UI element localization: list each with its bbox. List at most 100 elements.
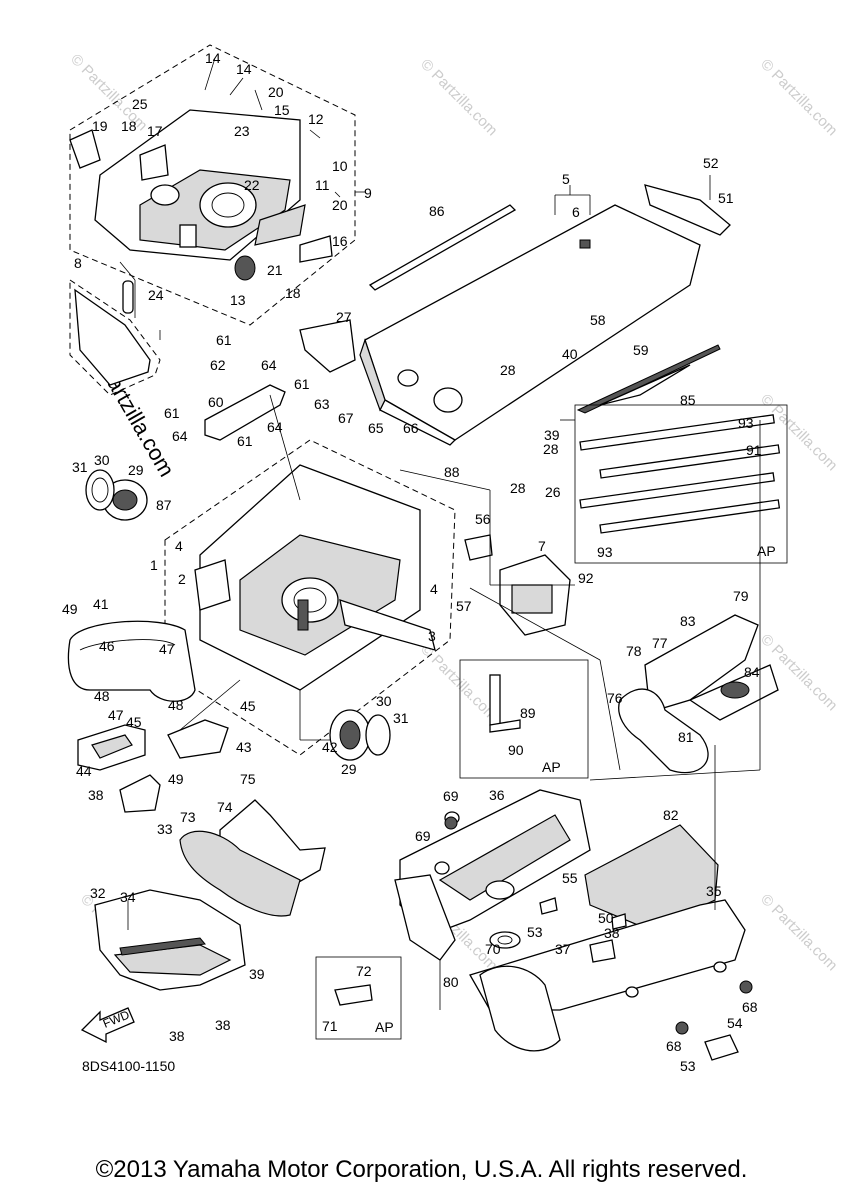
callout: 59 xyxy=(633,342,649,358)
callout: 9 xyxy=(364,185,372,201)
callout: 10 xyxy=(332,158,348,174)
callout: 53 xyxy=(527,924,543,940)
callout: 29 xyxy=(128,462,144,478)
callout: 20 xyxy=(268,84,284,100)
callout: 85 xyxy=(680,392,696,408)
ap-label: AP xyxy=(757,543,776,559)
callout: 89 xyxy=(520,705,536,721)
callout: 28 xyxy=(510,480,526,496)
callout: 92 xyxy=(578,570,594,586)
callout: 69 xyxy=(415,828,431,844)
callout: 38 xyxy=(215,1017,231,1033)
callout: 64 xyxy=(261,357,277,373)
callout: 21 xyxy=(267,262,283,278)
ap-label: AP xyxy=(375,1019,394,1035)
strips xyxy=(368,204,721,414)
callout: 39 xyxy=(544,427,560,443)
bracket-44 xyxy=(77,724,146,771)
callout: 7 xyxy=(538,538,546,554)
callout: 38 xyxy=(169,1028,185,1044)
callout: 26 xyxy=(545,484,561,500)
callout: 44 xyxy=(76,763,92,779)
diagram-code: 8DS4100-1150 xyxy=(82,1058,175,1074)
belly-pan-32 xyxy=(94,889,246,991)
watermark: © Partzilla.com xyxy=(67,51,150,134)
callout: 51 xyxy=(718,190,734,206)
callout: 13 xyxy=(230,292,246,308)
callout: 48 xyxy=(94,688,110,704)
callout: 19 xyxy=(92,118,108,134)
callout: 53 xyxy=(680,1058,696,1074)
bracket-60 xyxy=(204,384,301,501)
watermark: © Partzilla.com xyxy=(757,391,840,474)
callout: 1 xyxy=(150,557,158,573)
callout: 11 xyxy=(315,177,330,193)
callout: 38 xyxy=(604,925,620,941)
copyright-footer: ©2013 Yamaha Motor Corporation, U.S.A. A… xyxy=(95,1156,748,1183)
callout: 31 xyxy=(72,459,88,475)
steering-41 xyxy=(67,620,196,702)
callout: 84 xyxy=(744,664,760,680)
callout: 15 xyxy=(274,102,290,118)
callout: 28 xyxy=(500,362,516,378)
callout: 25 xyxy=(132,96,148,112)
callout: 52 xyxy=(703,155,719,171)
callout: 61 xyxy=(294,376,310,392)
callout: 14 xyxy=(205,50,221,66)
callout: 70 xyxy=(485,941,501,957)
callout: 77 xyxy=(652,635,668,651)
callout: 60 xyxy=(208,394,224,410)
callout: 6 xyxy=(572,204,580,220)
callout: 17 xyxy=(147,123,163,139)
callout: 81 xyxy=(678,729,694,745)
callout: 43 xyxy=(236,739,252,755)
callout: 67 xyxy=(338,410,354,426)
callout: 4 xyxy=(430,581,438,597)
callout: 47 xyxy=(159,641,175,657)
callout: 61 xyxy=(216,332,232,348)
callout: 33 xyxy=(157,821,173,837)
callouts: 1 2 3 4 4 5 6 7 8 9 10 11 12 13 14 14 15… xyxy=(62,50,762,1074)
callout: 16 xyxy=(332,233,348,249)
watermark: © Partzilla.com xyxy=(417,641,500,724)
callout: 82 xyxy=(663,807,679,823)
ap-label: AP xyxy=(542,759,561,775)
callout: 35 xyxy=(706,883,722,899)
callout: 49 xyxy=(62,601,78,617)
callout: 93 xyxy=(738,415,754,431)
callout: 62 xyxy=(210,357,226,373)
callout: 18 xyxy=(285,285,301,301)
callout: 65 xyxy=(368,420,384,436)
callout: 3 xyxy=(428,628,436,644)
bracket-8 xyxy=(69,279,161,396)
callout: 87 xyxy=(156,497,172,513)
callout: 34 xyxy=(120,889,136,905)
callout: 56 xyxy=(475,511,491,527)
callout: 30 xyxy=(376,693,392,709)
callout: 45 xyxy=(240,698,256,714)
callout: 29 xyxy=(341,761,357,777)
callout: 31 xyxy=(393,710,409,726)
callout: 78 xyxy=(626,643,642,659)
callout: 76 xyxy=(607,690,623,706)
callout: 37 xyxy=(555,941,571,957)
watermark: © Partzilla.com xyxy=(757,891,840,974)
callout: 24 xyxy=(148,287,164,303)
callout: 71 xyxy=(322,1018,338,1034)
callout: 41 xyxy=(93,596,109,612)
grommet-70 xyxy=(489,931,521,949)
ap-box-89: AP xyxy=(459,659,589,779)
callout: 69 xyxy=(443,788,459,804)
leader-lines xyxy=(159,330,761,1010)
boot-29-bottom xyxy=(329,709,391,761)
callout: 49 xyxy=(168,771,184,787)
callout: 54 xyxy=(727,1015,743,1031)
callout: 68 xyxy=(666,1038,682,1054)
callout: 47 xyxy=(108,707,124,723)
callout: 18 xyxy=(121,118,137,134)
callout: 20 xyxy=(332,197,348,213)
ap-box-71: AP xyxy=(315,956,402,1040)
callout: 88 xyxy=(444,464,460,480)
callout: 30 xyxy=(94,452,110,468)
